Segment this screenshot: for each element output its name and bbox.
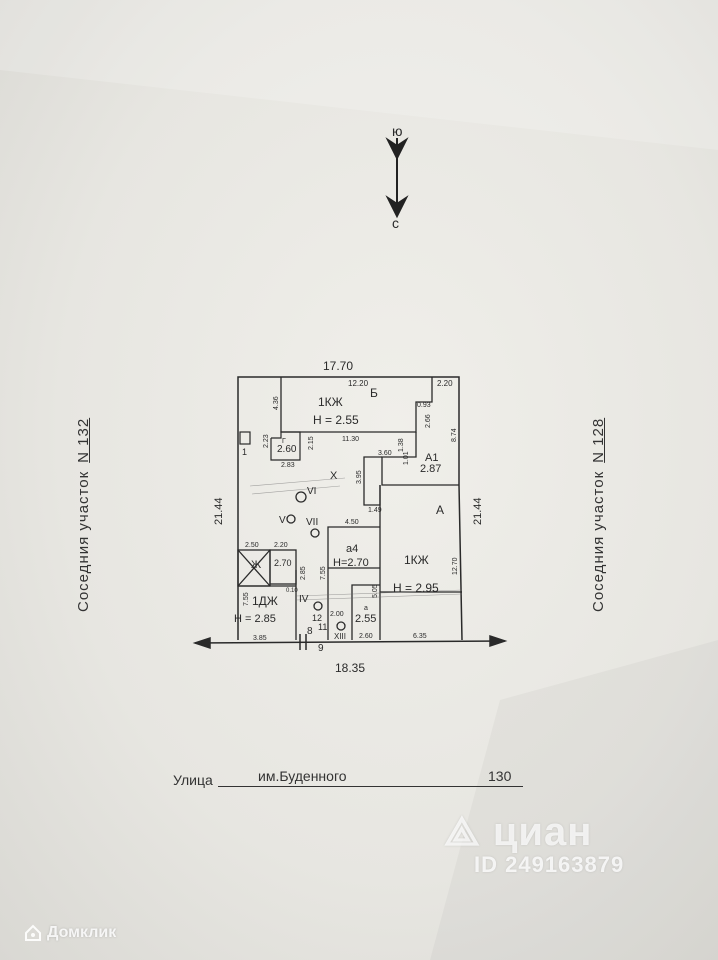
dim-top-width: 17.70 <box>323 359 353 373</box>
dim-bottom-width: 18.35 <box>335 661 365 675</box>
building-a1 <box>363 432 459 506</box>
dim-2-15: 2.15 <box>308 436 315 450</box>
domclick-text: Домклик <box>47 924 117 941</box>
domclick-house-icon <box>25 924 41 941</box>
dim-2-50: 2.50 <box>245 542 259 549</box>
dim-3-60: 3.60 <box>378 450 392 457</box>
dim-7-55a: 7.55 <box>243 592 250 606</box>
marker-iv: IV <box>299 594 309 605</box>
compass-bottom-label: с <box>392 215 399 231</box>
dim-12-20: 12.20 <box>348 379 369 388</box>
neighbor-right-label: Соседния участок N 128 <box>590 418 607 612</box>
street-number: 130 <box>488 768 512 784</box>
neighbor-left-text: Соседния участок <box>75 470 92 612</box>
dim-7-55b: 7.55 <box>320 566 327 580</box>
cian-brand-text: циан <box>492 810 593 854</box>
street-name: им.Буденного <box>258 768 347 784</box>
building-b-letter: Б <box>370 386 378 400</box>
marker-11: 11 <box>318 622 327 632</box>
dim-5-05: 5.05 <box>372 584 379 598</box>
dim-2-83: 2.83 <box>281 462 295 469</box>
dim-1-38: 1.38 <box>398 438 405 452</box>
dim-3-85: 3.85 <box>253 635 267 642</box>
street-underline <box>218 786 523 787</box>
dim-11-30: 11.30 <box>342 436 359 443</box>
building-a4-letter: а4 <box>346 543 358 555</box>
building-g-small: 2.60 <box>277 444 297 455</box>
dim-6-35: 6.35 <box>413 633 427 640</box>
building-a4-height: Н=2.70 <box>333 557 369 569</box>
marker-9: 9 <box>318 643 324 654</box>
hatching <box>249 477 463 601</box>
cian-id-watermark: ID 249163879 <box>474 852 625 877</box>
marker-8: 8 <box>307 626 313 637</box>
dim-1-49: 1.49 <box>368 507 382 514</box>
street-prefix: Улица <box>173 772 213 788</box>
street-line-base <box>192 634 508 650</box>
building-d-type: 1ДЖ <box>252 594 278 608</box>
building-zh-letter: Ж <box>251 559 261 571</box>
dim-2-20-top: 2.20 <box>437 379 453 388</box>
cian-logo-icon: ⟁ <box>444 810 481 854</box>
domclick-watermark: Домклик <box>24 924 116 942</box>
building-a4 <box>327 526 380 640</box>
building-zh-small: 2.70 <box>274 558 292 568</box>
building-zh-d <box>237 549 297 640</box>
dim-2-60: 2.60 <box>359 633 373 640</box>
small-building-letter: а <box>364 605 368 612</box>
neighbor-right-text: Соседния участок <box>590 470 607 612</box>
marker-vi: VI <box>307 486 316 497</box>
neighbor-left-label: Соседния участок N 132 <box>75 418 92 612</box>
dim-right-height: 21.44 <box>472 497 484 525</box>
dim-0-10: 0.10 <box>286 588 298 594</box>
dim-8-74: 8.74 <box>451 428 458 442</box>
building-d-height: Н = 2.85 <box>234 613 276 625</box>
dim-2-66: 2.66 <box>425 414 432 428</box>
dim-2-00: 2.00 <box>330 611 344 618</box>
plot-outline <box>237 376 463 641</box>
neighbor-right-number: N 128 <box>590 417 607 463</box>
compass-arrow <box>385 137 409 219</box>
marker-1-box <box>239 431 251 445</box>
building-g-small <box>270 431 301 461</box>
small-building-height: 2.55 <box>355 613 376 625</box>
cian-watermark: ⟁ циан <box>444 810 592 855</box>
building-a-letter: А <box>436 503 444 517</box>
building-a1-letter: А1 <box>425 452 438 464</box>
marker-1: 1 <box>242 447 247 457</box>
markers-circles <box>286 491 346 631</box>
dim-left-height: 21.44 <box>213 497 225 525</box>
dim-2-85: 2.85 <box>300 566 307 580</box>
building-g-letter: Г <box>282 438 286 445</box>
building-a1-height: 2.87 <box>420 463 441 475</box>
dim-1-01: 1.01 <box>403 451 410 465</box>
compass-top-label: ю <box>392 123 403 139</box>
marker-xiii: XIII <box>334 632 346 641</box>
building-b-type: 1КЖ <box>318 395 343 409</box>
building-a <box>379 485 462 640</box>
dim-3-95: 3.95 <box>356 470 363 484</box>
building-b <box>280 377 433 433</box>
marker-x: X <box>330 470 338 482</box>
dim-4-50: 4.50 <box>345 519 359 526</box>
building-b-height: Н = 2.55 <box>313 413 359 427</box>
dim-4-36: 4.36 <box>273 396 280 410</box>
building-a-type: 1КЖ <box>404 553 429 567</box>
dim-2-23: 2.23 <box>263 434 270 448</box>
dim-0-93: 0.93 <box>417 402 431 409</box>
marker-v: V <box>279 515 286 526</box>
marker-12: 12 <box>312 613 322 623</box>
dim-12-70: 12.70 <box>452 557 459 575</box>
dim-2-20: 2.20 <box>274 542 288 549</box>
building-a-height: Н = 2.95 <box>393 581 439 595</box>
neighbor-left-number: N 132 <box>75 417 92 463</box>
marker-vii: VII <box>306 517 318 528</box>
